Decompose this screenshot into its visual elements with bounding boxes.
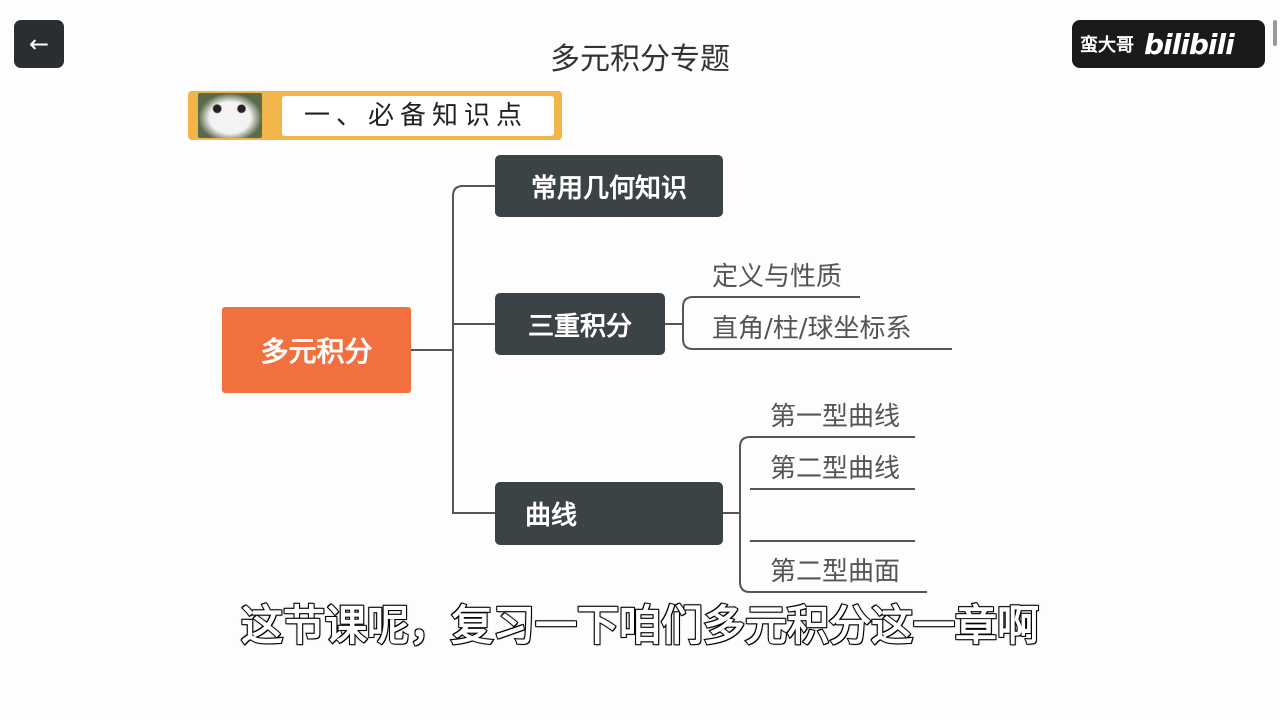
- branch-geometry[interactable]: 常用几何知识: [495, 155, 723, 217]
- section-heading: 一、必备知识点: [282, 96, 554, 136]
- branch-triple-integral[interactable]: 三重积分: [495, 293, 665, 355]
- connector: [452, 185, 495, 514]
- brand-logo: bilibili: [1144, 27, 1235, 61]
- bilibili-logo: 蛮大哥 bilibili: [1072, 20, 1265, 68]
- scrollbar[interactable]: [1273, 20, 1277, 46]
- leaf-coordinates[interactable]: 直角/柱/球坐标系: [712, 314, 912, 344]
- connector: [739, 436, 927, 593]
- leaf-curve-1[interactable]: 第一型曲线: [770, 402, 901, 432]
- leaf-curve-2[interactable]: 第二型曲线: [770, 454, 901, 484]
- connector: [682, 296, 952, 350]
- arrow-left-icon: ←: [28, 30, 50, 58]
- mindmap: 多元积分 常用几何知识 三重积分 曲线 定义与性质 直角/柱/球坐标系 第一型曲…: [222, 155, 952, 593]
- leaf-definition[interactable]: 定义与性质: [712, 262, 843, 292]
- back-button[interactable]: ←: [14, 20, 64, 68]
- page-title: 多元积分专题: [550, 42, 730, 77]
- leaf-surface-2[interactable]: 第二型曲面: [770, 557, 901, 587]
- mindmap-connectors: [411, 185, 952, 593]
- video-subtitle: 这节课呢，复习一下咱们多元积分这一章啊: [240, 600, 1040, 651]
- panda-image: [198, 93, 262, 138]
- uploader-name: 蛮大哥: [1080, 35, 1134, 56]
- mindmap-root[interactable]: 多元积分: [222, 307, 411, 393]
- branch-curve-surface[interactable]: 曲线: [495, 482, 723, 545]
